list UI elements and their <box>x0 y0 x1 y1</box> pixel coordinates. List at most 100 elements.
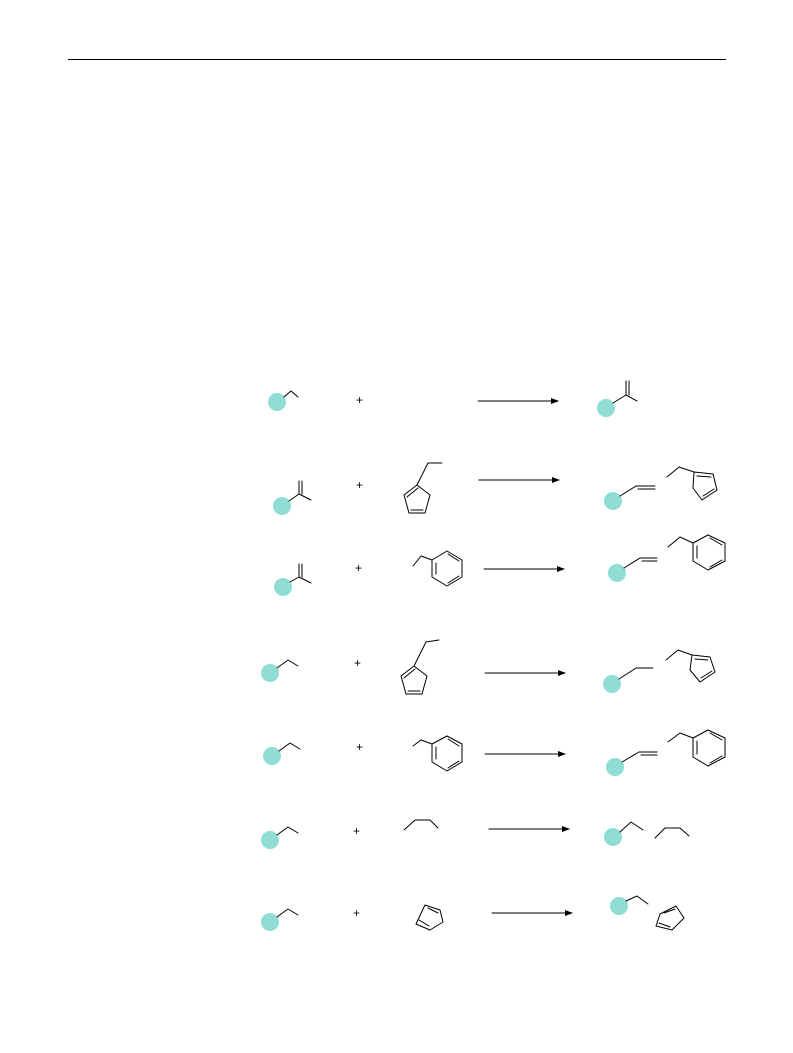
bond <box>288 493 312 502</box>
product-6 <box>604 821 690 846</box>
reaction-7: + <box>261 895 685 931</box>
polymer-bead <box>610 897 628 915</box>
polymer-bead <box>273 497 291 515</box>
five-membered-ring <box>692 471 718 501</box>
polymer-bead <box>263 747 281 765</box>
bond <box>625 895 649 905</box>
ring-double-bond <box>427 907 439 914</box>
plus-sign: + <box>356 740 363 754</box>
reaction-3: + <box>274 534 726 596</box>
polymer-bead <box>268 393 286 411</box>
product-5 <box>606 729 726 776</box>
bond <box>667 536 694 548</box>
ring-double-bond <box>406 487 419 498</box>
header-rule <box>68 59 726 60</box>
reactant-b-2 <box>403 462 443 514</box>
reactant-a-2 <box>273 480 312 515</box>
reactant-a-4 <box>261 659 299 682</box>
reactant-a-1 <box>268 390 299 411</box>
bond <box>412 739 433 747</box>
ring-double-bond <box>709 537 723 546</box>
bond <box>283 390 299 398</box>
bond <box>412 555 433 567</box>
reactant-b-3 <box>412 550 463 587</box>
ring-double-bond <box>418 919 430 927</box>
bond <box>623 557 658 569</box>
bond <box>667 732 694 743</box>
polymer-bead <box>274 578 292 596</box>
bond <box>666 466 695 478</box>
reaction-6: + <box>261 819 690 849</box>
product-3 <box>608 534 726 582</box>
ring-double-bond <box>663 908 676 914</box>
bond <box>413 639 440 667</box>
polymer-bead <box>606 758 624 776</box>
product-4 <box>603 649 716 693</box>
ring-double-bond <box>658 922 671 928</box>
propyl-chain <box>403 819 439 831</box>
reaction-1: + <box>268 380 638 417</box>
product-7 <box>610 895 685 931</box>
polymer-bead <box>604 828 622 846</box>
polymer-bead <box>261 664 279 682</box>
ring-double-bond <box>709 559 723 568</box>
reactant-b-5 <box>412 735 463 772</box>
six-membered-ring <box>431 550 463 587</box>
ring-double-bond <box>447 553 460 562</box>
bond <box>618 667 654 680</box>
reactant-a-6 <box>261 826 299 849</box>
plus-sign: + <box>354 656 361 670</box>
polymer-bead <box>604 492 622 510</box>
reaction-5: + <box>263 729 726 776</box>
reaction-4: + <box>261 639 716 695</box>
bond <box>278 742 301 752</box>
ring-double-bond <box>702 488 715 497</box>
bond <box>619 485 656 497</box>
five-membered-ring <box>415 904 444 931</box>
six-membered-ring <box>431 735 463 772</box>
five-membered-ring <box>689 654 716 683</box>
plus-sign: + <box>355 561 362 575</box>
bond <box>665 649 693 661</box>
bond <box>621 751 658 763</box>
reactant-a-7 <box>261 908 299 931</box>
ring-double-bond <box>447 760 460 769</box>
reactant-a-3 <box>274 563 312 596</box>
five-membered-ring <box>655 905 685 931</box>
ring-double-bond <box>447 575 460 584</box>
reactant-a-5 <box>263 742 301 765</box>
plus-sign: + <box>353 824 360 838</box>
plus-sign: + <box>356 393 363 407</box>
ring-double-bond <box>709 755 723 764</box>
reactant-b-7 <box>415 904 444 931</box>
bond <box>276 659 299 669</box>
polymer-bead <box>597 399 615 417</box>
bond <box>619 821 644 833</box>
five-membered-ring <box>400 665 428 695</box>
polymer-bead <box>608 564 626 582</box>
product-1 <box>597 380 638 417</box>
polymer-bead <box>261 831 279 849</box>
ring-double-bond <box>709 732 723 741</box>
polymer-bead <box>603 675 621 693</box>
ring-double-bond <box>700 670 713 679</box>
reactant-b-6 <box>403 819 439 831</box>
polymer-bead <box>261 913 279 931</box>
six-membered-ring <box>692 534 726 571</box>
plus-sign: + <box>356 478 363 492</box>
reaction-2: + <box>273 462 718 515</box>
five-membered-ring <box>403 484 431 514</box>
bond <box>289 576 312 584</box>
propyl-chain <box>654 827 690 839</box>
bond <box>276 826 299 836</box>
six-membered-ring <box>692 729 726 767</box>
bond <box>612 394 638 404</box>
reactant-b-4 <box>400 639 440 695</box>
product-2 <box>604 466 718 510</box>
ring-double-bond <box>694 658 709 661</box>
bond <box>416 462 443 486</box>
ring-double-bond <box>696 475 712 478</box>
plus-sign: + <box>353 906 360 920</box>
